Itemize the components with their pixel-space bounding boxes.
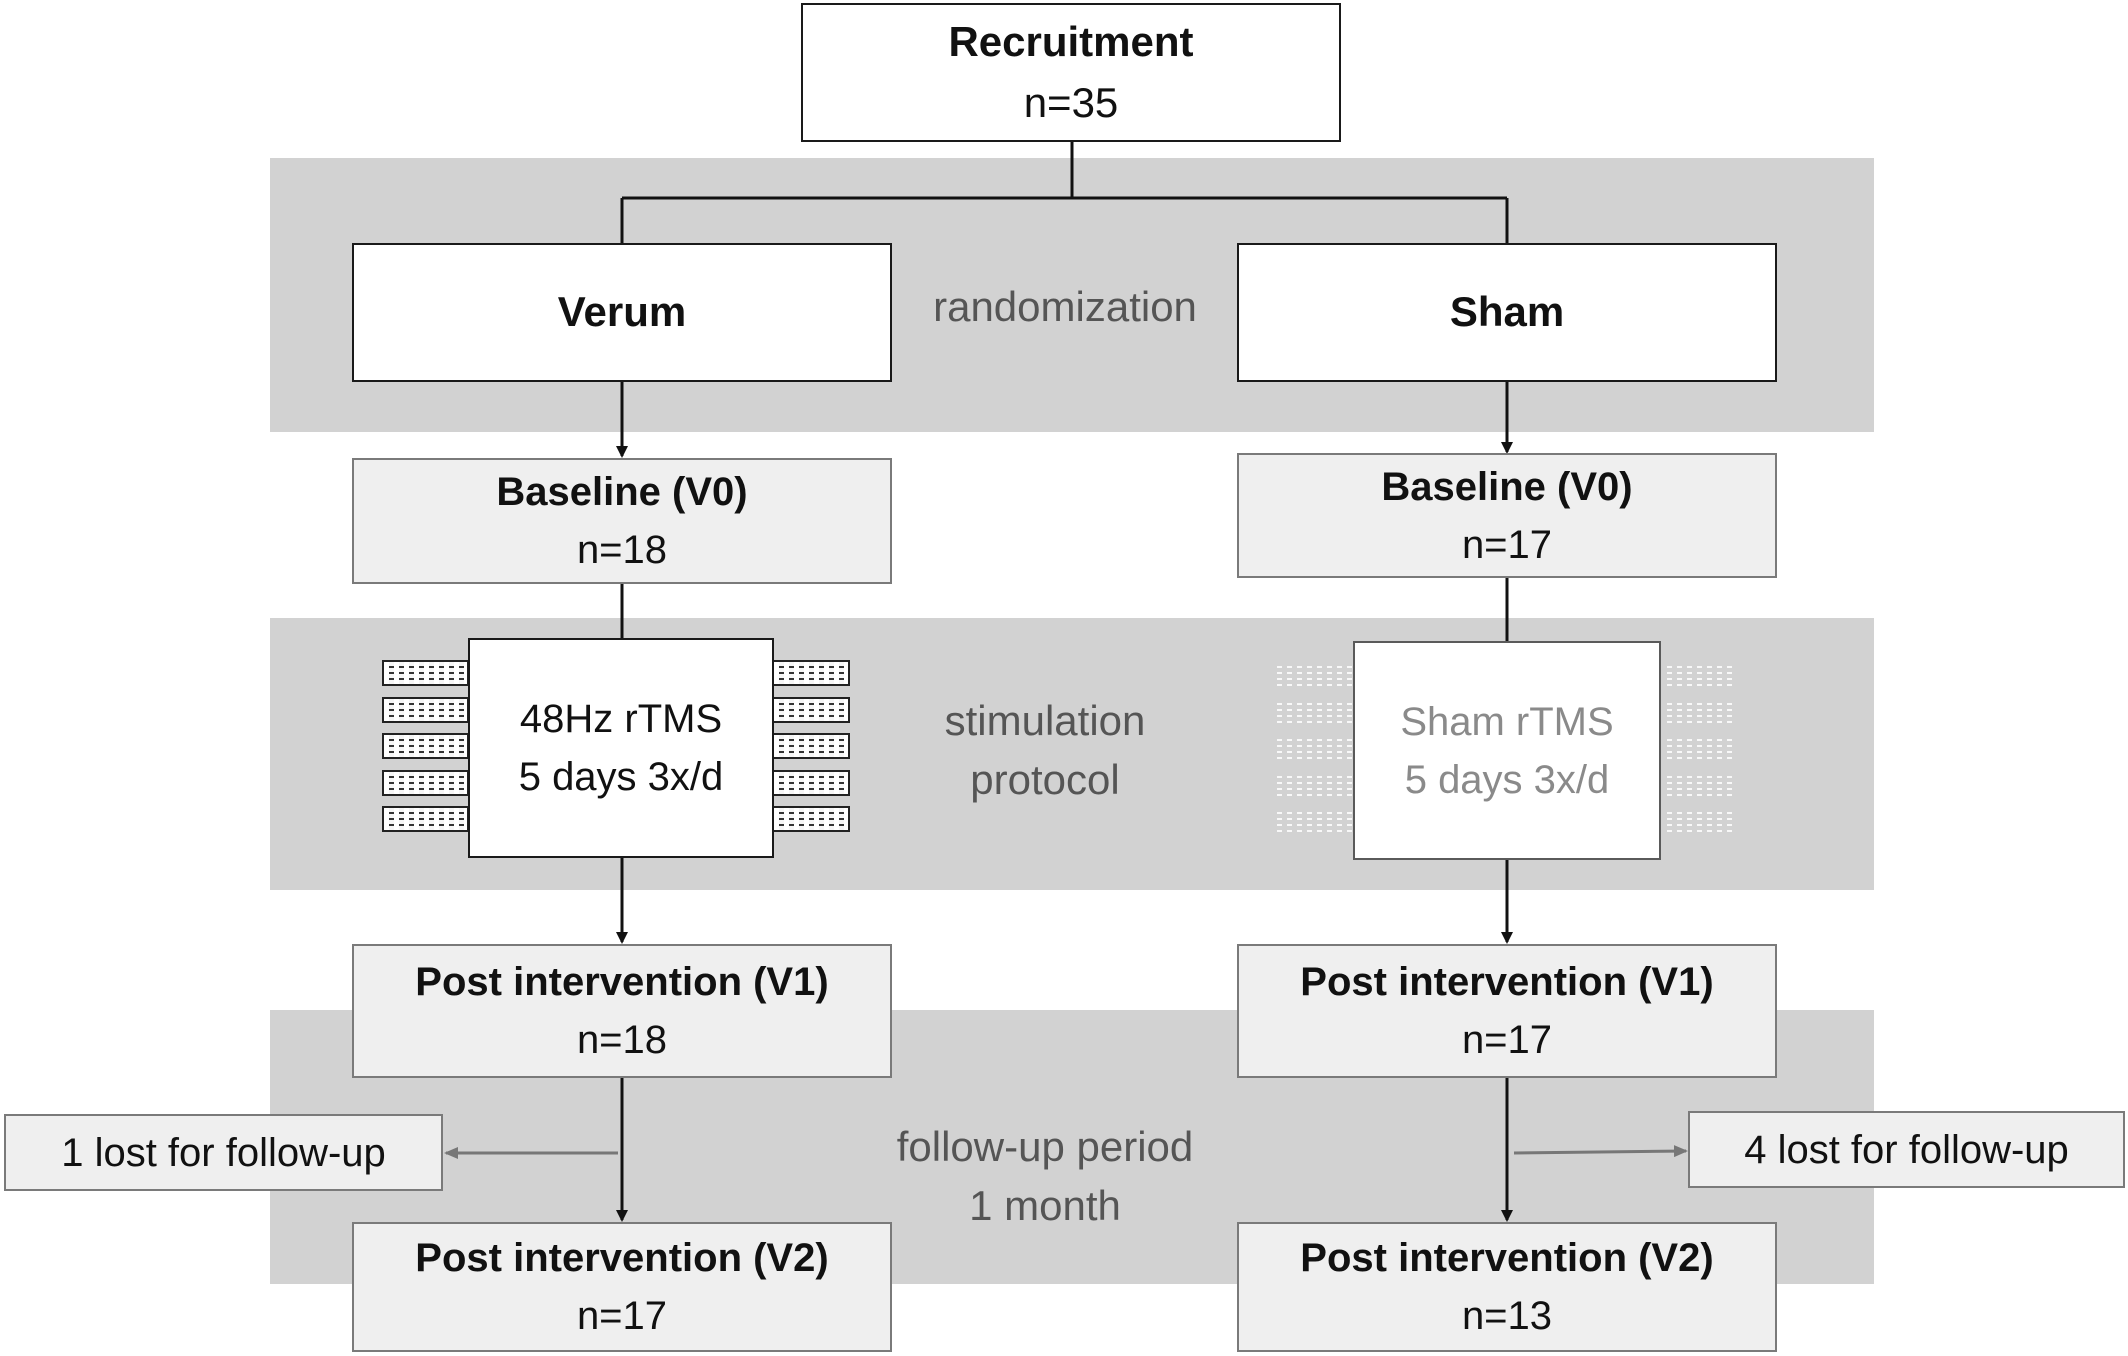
sham-pulse-train-left: [1272, 664, 1354, 836]
sham-pulse-train-right: [1662, 664, 1734, 836]
verum-box: Verum: [352, 243, 892, 382]
sham-box: Sham: [1237, 243, 1777, 382]
verum-pulse-train-right: [772, 660, 850, 832]
arrow-sham-lost: [1513, 1145, 1688, 1158]
sham-baseline-box: Baseline (V0) n=17: [1237, 453, 1777, 578]
sham-lost-box: 4 lost for follow-up: [1688, 1111, 2125, 1188]
recruitment-box: Recruitment n=35: [801, 3, 1341, 142]
sham-stimulation-type: Sham rTMS: [1400, 699, 1614, 744]
verum-baseline-box: Baseline (V0) n=18: [352, 458, 892, 584]
verum-lost-box: 1 lost for follow-up: [4, 1114, 443, 1191]
recruitment-title: Recruitment: [948, 17, 1194, 65]
verum-v2-box: Post intervention (V2) n=17: [352, 1222, 892, 1352]
stimulation-label: stimulation protocol: [944, 697, 1146, 803]
sham-lost-text: 4 lost for follow-up: [1744, 1127, 2069, 1172]
sham-stimulation-schedule: 5 days 3x/d: [1404, 757, 1610, 802]
sham-v1-box: Post intervention (V1) n=17: [1237, 944, 1777, 1078]
verum-v1-box: Post intervention (V1) n=18: [352, 944, 892, 1078]
sham-stimulation-box: Sham rTMS 5 days 3x/d: [1353, 641, 1661, 860]
sham-v2-title: Post intervention (V2): [1300, 1236, 1714, 1280]
randomization-label: randomization: [933, 283, 1197, 330]
verum-stimulation-box: 48Hz rTMS 5 days 3x/d: [468, 638, 774, 858]
verum-v1-title: Post intervention (V1): [415, 960, 829, 1004]
recruitment-count: n=35: [1023, 78, 1119, 126]
verum-v1-count: n=18: [576, 1018, 668, 1062]
sham-baseline-count: n=17: [1461, 522, 1553, 567]
sham-v2-box: Post intervention (V2) n=13: [1237, 1222, 1777, 1352]
sham-baseline-title: Baseline (V0): [1381, 464, 1633, 509]
verum-baseline-title: Baseline (V0): [496, 470, 748, 514]
sham-v1-count: n=17: [1461, 1018, 1553, 1062]
sham-v1-title: Post intervention (V1): [1300, 960, 1714, 1004]
verum-lost-text: 1 lost for follow-up: [61, 1130, 386, 1175]
followup-label: follow-up period 1 month: [896, 1123, 1194, 1229]
verum-stimulation-schedule: 5 days 3x/d: [518, 755, 724, 799]
verum-stimulation-type: 48Hz rTMS: [519, 697, 723, 741]
sham-v2-count: n=13: [1461, 1294, 1553, 1338]
verum-baseline-count: n=18: [576, 528, 668, 572]
verum-v2-title: Post intervention (V2): [415, 1236, 829, 1280]
sham-title: Sham: [1449, 288, 1565, 336]
verum-v2-count: n=17: [576, 1294, 668, 1338]
verum-title: Verum: [557, 288, 687, 336]
verum-pulse-train-left: [382, 660, 469, 832]
